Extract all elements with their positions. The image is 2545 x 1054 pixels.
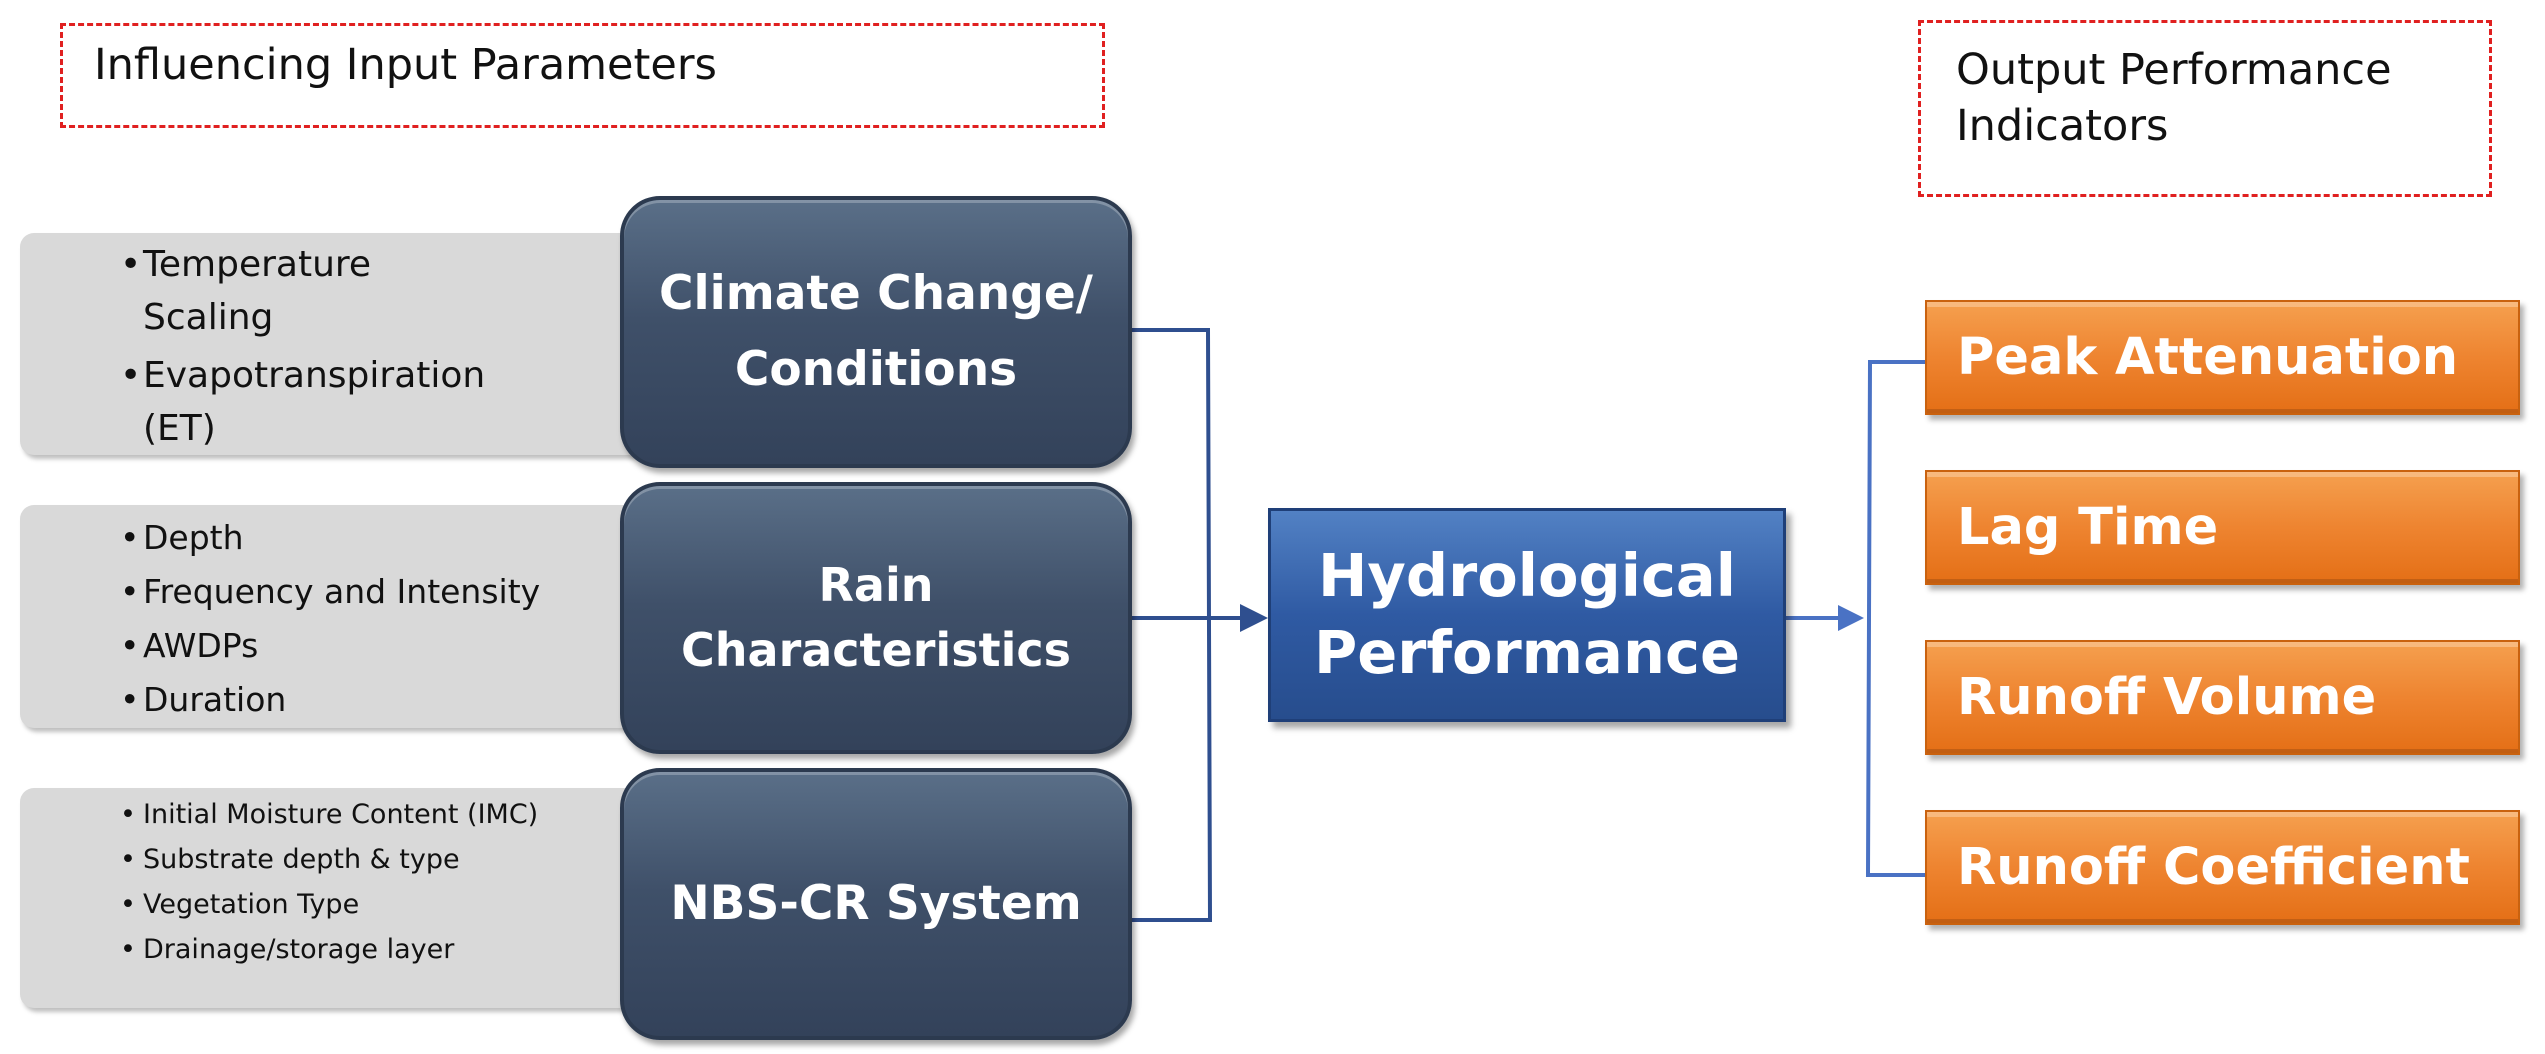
input-parameters-header-text: Influencing Input Parameters	[94, 40, 717, 90]
category-system-line-1: NBS-CR System	[670, 875, 1082, 931]
parameter-duration: Duration	[120, 673, 640, 727]
output-indicators-header-line-1: Output Performance	[1956, 45, 2392, 95]
indicator-runoff-coefficient: Runoff Coefficient	[1925, 810, 2520, 925]
indicator-runoff-volume-label: Runoff Volume	[1957, 668, 2377, 727]
category-rain-line-1: Rain	[818, 557, 934, 612]
indicator-peak-attenuation: Peak Attenuation	[1925, 300, 2520, 415]
parameter-vegetation: Vegetation Type	[120, 882, 640, 927]
input-parameters-header: Influencing Input Parameters	[60, 23, 1105, 128]
output-indicators-header: Output Performance Indicators	[1918, 20, 2492, 197]
rain-parameters-panel: Depth Frequency and Intensity AWDPs Dura…	[20, 505, 640, 728]
system-parameters-panel: Initial Moisture Content (IMC) Substrate…	[20, 788, 640, 1008]
central-line-1: Hydrological	[1318, 541, 1736, 611]
parameter-initial-moisture: Initial Moisture Content (IMC)	[120, 792, 640, 837]
output-indicators-header-line-2: Indicators	[1956, 100, 2169, 151]
input-arrowhead-icon	[1240, 604, 1268, 632]
category-climate-line-2: Conditions	[734, 342, 1018, 397]
category-climate-change: Climate Change/ Conditions	[620, 196, 1132, 468]
hydrological-performance-block: Hydrological Performance	[1268, 508, 1786, 722]
output-arrowhead-icon	[1838, 605, 1864, 631]
parameter-depth: Depth	[120, 511, 640, 565]
indicator-lag-time-label: Lag Time	[1957, 498, 2219, 557]
output-bracket	[1865, 360, 1925, 877]
indicator-runoff-coefficient-label: Runoff Coefficient	[1957, 838, 2470, 897]
indicator-lag-time: Lag Time	[1925, 470, 2520, 585]
category-rain-line-2: Characteristics	[681, 623, 1071, 677]
input-bracket	[1130, 328, 1213, 922]
indicator-peak-attenuation-label: Peak Attenuation	[1957, 328, 2459, 387]
category-rain-characteristics: Rain Characteristics	[620, 482, 1132, 754]
parameter-awdps: AWDPs	[120, 619, 640, 673]
category-climate-line-1: Climate Change/	[659, 265, 1093, 321]
parameter-substrate: Substrate depth & type	[120, 837, 640, 882]
central-line-2: Performance	[1314, 618, 1740, 687]
indicator-runoff-volume: Runoff Volume	[1925, 640, 2520, 755]
parameter-frequency-intensity: Frequency and Intensity	[120, 565, 640, 619]
parameter-evapotranspiration: Evapotranspiration(ET)	[120, 349, 640, 455]
parameter-drainage: Drainage/storage layer	[120, 927, 640, 972]
category-nbs-cr-system: NBS-CR System	[620, 768, 1132, 1040]
